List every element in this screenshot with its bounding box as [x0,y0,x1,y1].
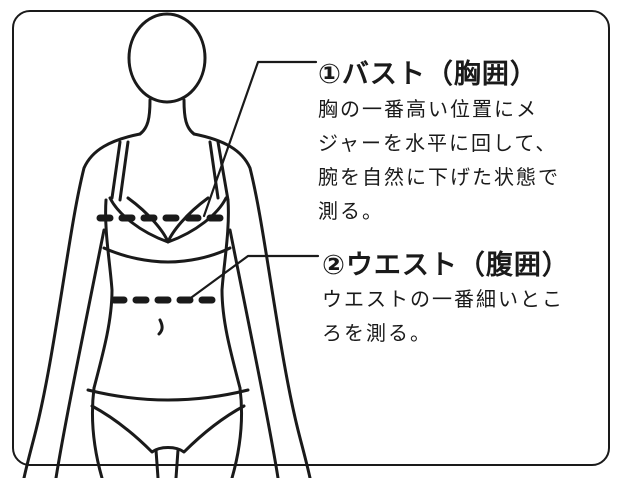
bra-cup-left [108,196,170,244]
bra-cup-right [166,196,228,244]
torso-left-outline [92,198,114,390]
bra-band [102,246,232,264]
bust-description: 胸の一番高い位置にメ ジャーを水平に回して、 腕を自然に下げた状態で 測る。 [318,97,560,223]
waist-leader-line [186,254,320,302]
torso-right-outline [220,198,242,390]
waist-description: ウエストの一番細いとこ ろを測る。 [322,287,564,345]
bra-strap-left [110,140,130,202]
bust-title: ①バスト（胸囲） [318,59,538,90]
navel [157,318,164,336]
bra-strap-right [208,140,230,202]
waist-title: ②ウエスト（腹囲） [322,250,570,281]
left-arm-outline [22,132,142,478]
right-arm-outline [192,132,312,478]
neck-outline [138,98,152,136]
underwear-outline [86,388,250,454]
guide-frame [12,10,610,466]
bust-leader-line [202,60,318,218]
leg-outline [90,386,244,478]
head-outline [127,12,207,104]
